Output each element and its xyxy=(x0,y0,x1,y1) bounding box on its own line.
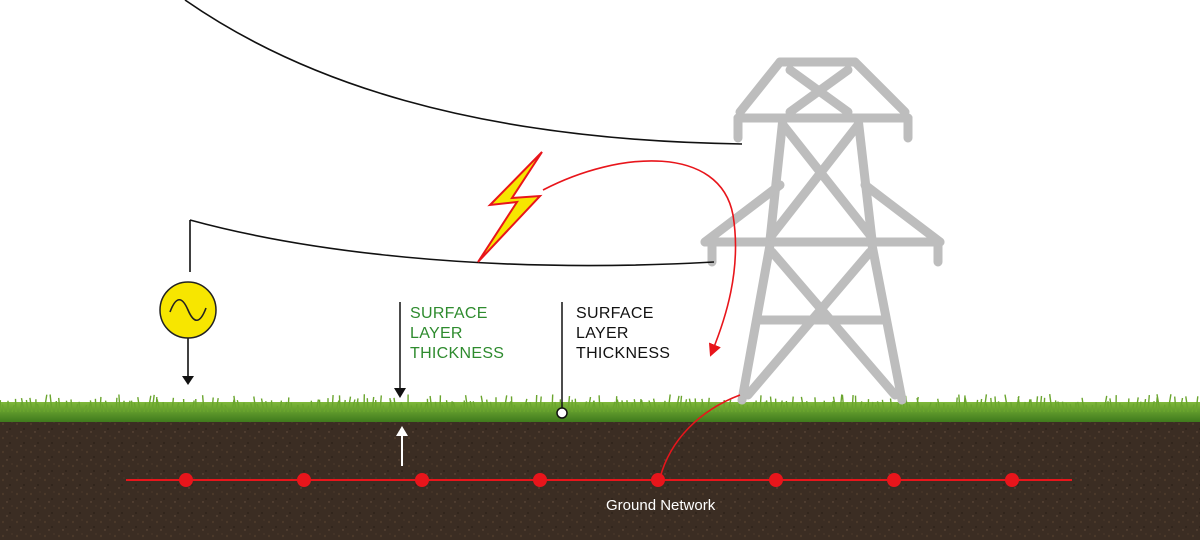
ac-source-icon xyxy=(159,281,217,339)
label-line: THICKNESS xyxy=(576,345,671,362)
ground-network-label: Ground Network xyxy=(606,497,716,514)
transmission-tower-icon xyxy=(700,57,945,405)
ground-node xyxy=(179,473,193,487)
ground-node xyxy=(297,473,311,487)
label-line: LAYER xyxy=(576,325,629,342)
ground-node xyxy=(887,473,901,487)
label-line: SURFACE xyxy=(410,305,488,322)
grass-layer xyxy=(0,394,1200,422)
tower-ground-current xyxy=(659,394,741,479)
ground-node xyxy=(1005,473,1019,487)
surface-layer-indicator-right xyxy=(556,302,568,419)
fault-current-arrow xyxy=(542,160,737,357)
surface-layer-thickness-label-green: SURFACE LAYER THICKNESS xyxy=(410,304,504,364)
upper-conductor xyxy=(184,0,743,145)
ground-node xyxy=(769,473,783,487)
conductors xyxy=(184,0,743,376)
ground-network-nodes xyxy=(179,473,1019,487)
ground-node xyxy=(415,473,429,487)
lower-conductor xyxy=(189,219,715,272)
label-line: SURFACE xyxy=(576,305,654,322)
surface-layer-thickness-label-black: SURFACE LAYER THICKNESS xyxy=(576,304,670,364)
label-line: LAYER xyxy=(410,325,463,342)
label-line: THICKNESS xyxy=(410,345,505,362)
surface-layer-indicator-left xyxy=(394,302,408,466)
lightning-bolt-icon xyxy=(477,151,543,263)
ground-node xyxy=(651,473,665,487)
source-ground-arrow xyxy=(182,376,194,385)
ground-node xyxy=(533,473,547,487)
